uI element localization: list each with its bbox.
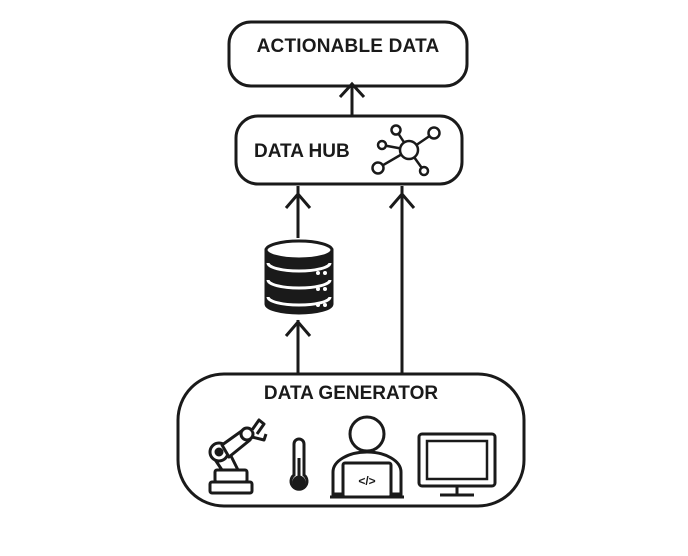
arrow-generator-to-hub	[388, 186, 416, 374]
data-generator-label: DATA GENERATOR	[263, 383, 439, 404]
actionable-data-label: ACTIONABLE DATA	[256, 36, 440, 57]
arrow-generator-to-storage	[284, 319, 312, 374]
monitor-icon	[417, 432, 497, 497]
network-hub-icon	[371, 124, 441, 177]
arrow-hub-to-actionable	[338, 81, 366, 116]
thermometer-icon	[289, 437, 309, 491]
code-glyph: </>	[358, 474, 375, 488]
robot-arm-icon	[208, 418, 268, 495]
developer-laptop-icon: </>	[330, 415, 404, 499]
data-hub-box	[234, 114, 464, 186]
arrow-storage-to-hub	[284, 186, 312, 238]
data-hub-label: DATA HUB	[254, 141, 350, 162]
actionable-data-box	[227, 20, 469, 88]
database-icon	[264, 239, 334, 315]
